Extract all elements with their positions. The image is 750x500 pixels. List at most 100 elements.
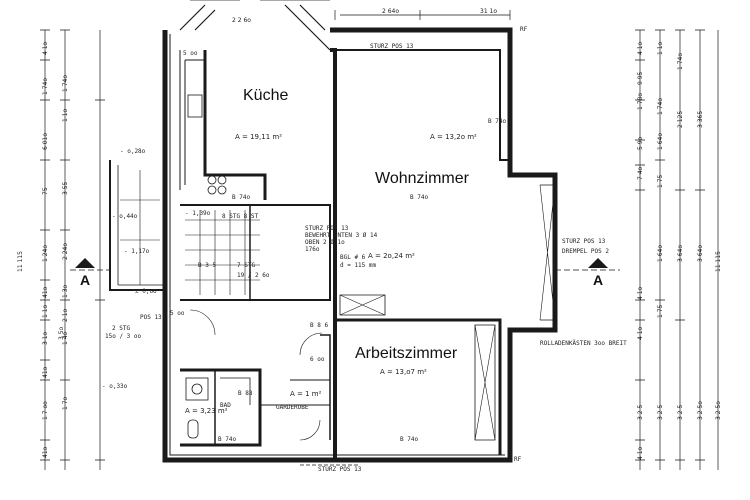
walls	[40, 0, 719, 470]
dim-right-a-3: 5 9o	[637, 136, 644, 150]
note-sturz-right: STURZ POS 13	[562, 238, 606, 245]
note-sturz-flur-1: STURZ POS 13	[305, 225, 349, 232]
level-8: 5 oo	[170, 310, 185, 317]
dim-left-outer-1: 1 74o	[42, 77, 49, 95]
dim-right-c-0: 1 74o	[677, 52, 684, 70]
dim-left-outer-4: 1 24o	[42, 244, 49, 262]
note-rf-top: RF	[520, 26, 528, 33]
room-area-arbeitszimmer: A = 13,o7 m²	[380, 368, 427, 376]
section-mark-right: A	[593, 272, 604, 288]
dim-top-1: 2 64o	[382, 8, 400, 15]
dim-left-outer-5: 41o	[42, 286, 49, 298]
dim-left-inner-5: 2 1o	[62, 308, 69, 322]
dim-left-outer-3: 75	[42, 187, 49, 195]
dim-right-a-7: 4 1o	[637, 326, 644, 340]
dim-right-c-2: 3 64o	[697, 244, 704, 262]
dim-left-inner-3: 2 24o	[62, 242, 69, 260]
note-stg8: 8 STG 8 ST	[222, 213, 259, 220]
section-markers	[75, 258, 608, 268]
level-4: ± 0,oo	[135, 288, 157, 295]
note-bgl: BGL # 6	[340, 254, 366, 261]
level-7: 5 oo	[183, 50, 198, 57]
note-stg7b: 19 / 2 6o	[237, 272, 270, 279]
dim-right-b-3: 1 75	[657, 174, 664, 188]
room-area-kueche: A = 19,11 m²	[235, 133, 282, 141]
room-name-wohnzimmer: Wohnzimmer	[375, 170, 469, 187]
room-area-bad: A = 3,23 m²	[185, 407, 228, 415]
dim-left-outer-9: 41o	[42, 366, 49, 378]
dim-right-a-5: 4 1o	[637, 286, 644, 300]
note-sturz-flur-3: OBEN 2 Ø 1o	[305, 239, 345, 246]
note-rolladen: ROLLADENKÄSTEN 3oo BREIT	[540, 340, 627, 347]
room-name-kueche: Küche	[243, 87, 289, 104]
level-2: - 1,39o	[185, 210, 211, 217]
dim-right-a-0: 4 1o	[637, 41, 644, 55]
dim-left-outer-0: 4 1o	[42, 41, 49, 55]
dim-left-outer-10: 1 7 oo	[42, 401, 49, 420]
level-3: - 1,17o	[124, 248, 150, 255]
note-b3536: B 3 5	[198, 262, 217, 269]
room-name-garderobe: GARDEROBE	[276, 404, 309, 411]
dim-left-inner-7: 1 7o	[62, 396, 69, 410]
dim-left-outer-6: 1 1o	[42, 304, 49, 318]
dim-left-inner-6: 1 4o	[62, 331, 69, 345]
note-b74-arbeit: B 74o	[400, 436, 419, 443]
note-sturz-bottom: STURZ POS 13	[318, 466, 362, 473]
level-1: - o,28o	[120, 148, 146, 155]
dim-right-a-9: 4 1o	[637, 446, 644, 460]
dim-right-b-7: 3 2 5	[677, 404, 684, 420]
note-b86: B 8 6	[310, 322, 329, 329]
note-stg2: 2 STG	[112, 325, 131, 332]
note-stg7: 7 STG	[237, 262, 256, 269]
note-pos: POS 13	[140, 314, 162, 321]
dim-right-d-1: 11 115	[715, 251, 722, 272]
dim-right-b-0: 1 1o	[657, 41, 664, 55]
level-6: - o,44o	[112, 213, 138, 220]
note-b6: 6 oo	[310, 356, 325, 363]
dim-right-b-1: 1 74o	[657, 97, 664, 115]
dim-right-a-8: 3 2 5	[637, 404, 644, 420]
room-area-garderobe: A = 1 m²	[290, 390, 322, 398]
dim-left-inner-0: 1 1o	[62, 108, 69, 122]
dim-left-outer-11: 41o	[42, 446, 49, 458]
note-b74-wohn: B 74o	[410, 194, 429, 201]
note-rf-bottom: RF	[514, 456, 522, 463]
dim-left-inner-2: 3 55	[62, 181, 69, 195]
dim-left-inner-1: 1 74o	[62, 74, 69, 92]
section-arrow-left	[75, 258, 95, 268]
note-bgl-d: d = 115 mm	[340, 262, 377, 269]
dim-right-a-2: 1 78o	[637, 92, 644, 110]
dim-right-a-6: 1 75	[657, 304, 664, 318]
section-mark-left: A	[80, 272, 91, 288]
note-drempel: DREMPEL POS 2	[562, 248, 609, 255]
note-b74-kueche: B 74o	[232, 194, 251, 201]
note-sturz-flur-2: BEWEHRT UNTEN 3 Ø 14	[305, 232, 378, 239]
level-5: - o,33o	[102, 383, 128, 390]
dim-right-b-4: 1 64o	[657, 244, 664, 262]
room-area-wohnzimmer: A = 13,2o m²	[430, 133, 477, 141]
dim-left-inner-4: 1 3o	[62, 284, 69, 298]
dim-left-outer-2: 6 01o	[42, 132, 49, 150]
dim-right-d-2: 3 2 5o	[715, 401, 722, 420]
note-b74-right: B 74o	[488, 118, 507, 125]
dim-left-outer-7: 3 1o	[42, 331, 49, 345]
dim-left-total: 11 115	[17, 251, 24, 272]
note-sturz-top: STURZ POS 13	[370, 43, 414, 50]
note-sturz-flur-4: 176o	[305, 246, 320, 253]
dim-right-d-0: 3 365	[697, 110, 704, 128]
dim-right-b-5: 3 64o	[677, 244, 684, 262]
dim-top-3: 2 2 6o	[232, 17, 251, 24]
note-b74-bad: B 74o	[218, 436, 237, 443]
dim-right-b-6: 3 2 5	[657, 404, 664, 420]
section-arrow-right	[588, 258, 608, 268]
room-name-arbeitszimmer: Arbeitszimmer	[355, 345, 458, 362]
dim-right-b-2: 1 64o	[657, 132, 664, 150]
dim-right-a-1: 9 95	[637, 71, 644, 85]
dim-right-c-1: 2 125	[677, 110, 684, 128]
room-area-flur: A = 2o,24 m²	[368, 252, 415, 260]
dim-right-c-3: 3 2 5o	[697, 401, 704, 420]
dim-right-a-4: 7 4o	[637, 166, 644, 180]
note-stg2b: 15o / 3 oo	[105, 333, 142, 340]
room-name-bad: BAD	[220, 402, 231, 409]
